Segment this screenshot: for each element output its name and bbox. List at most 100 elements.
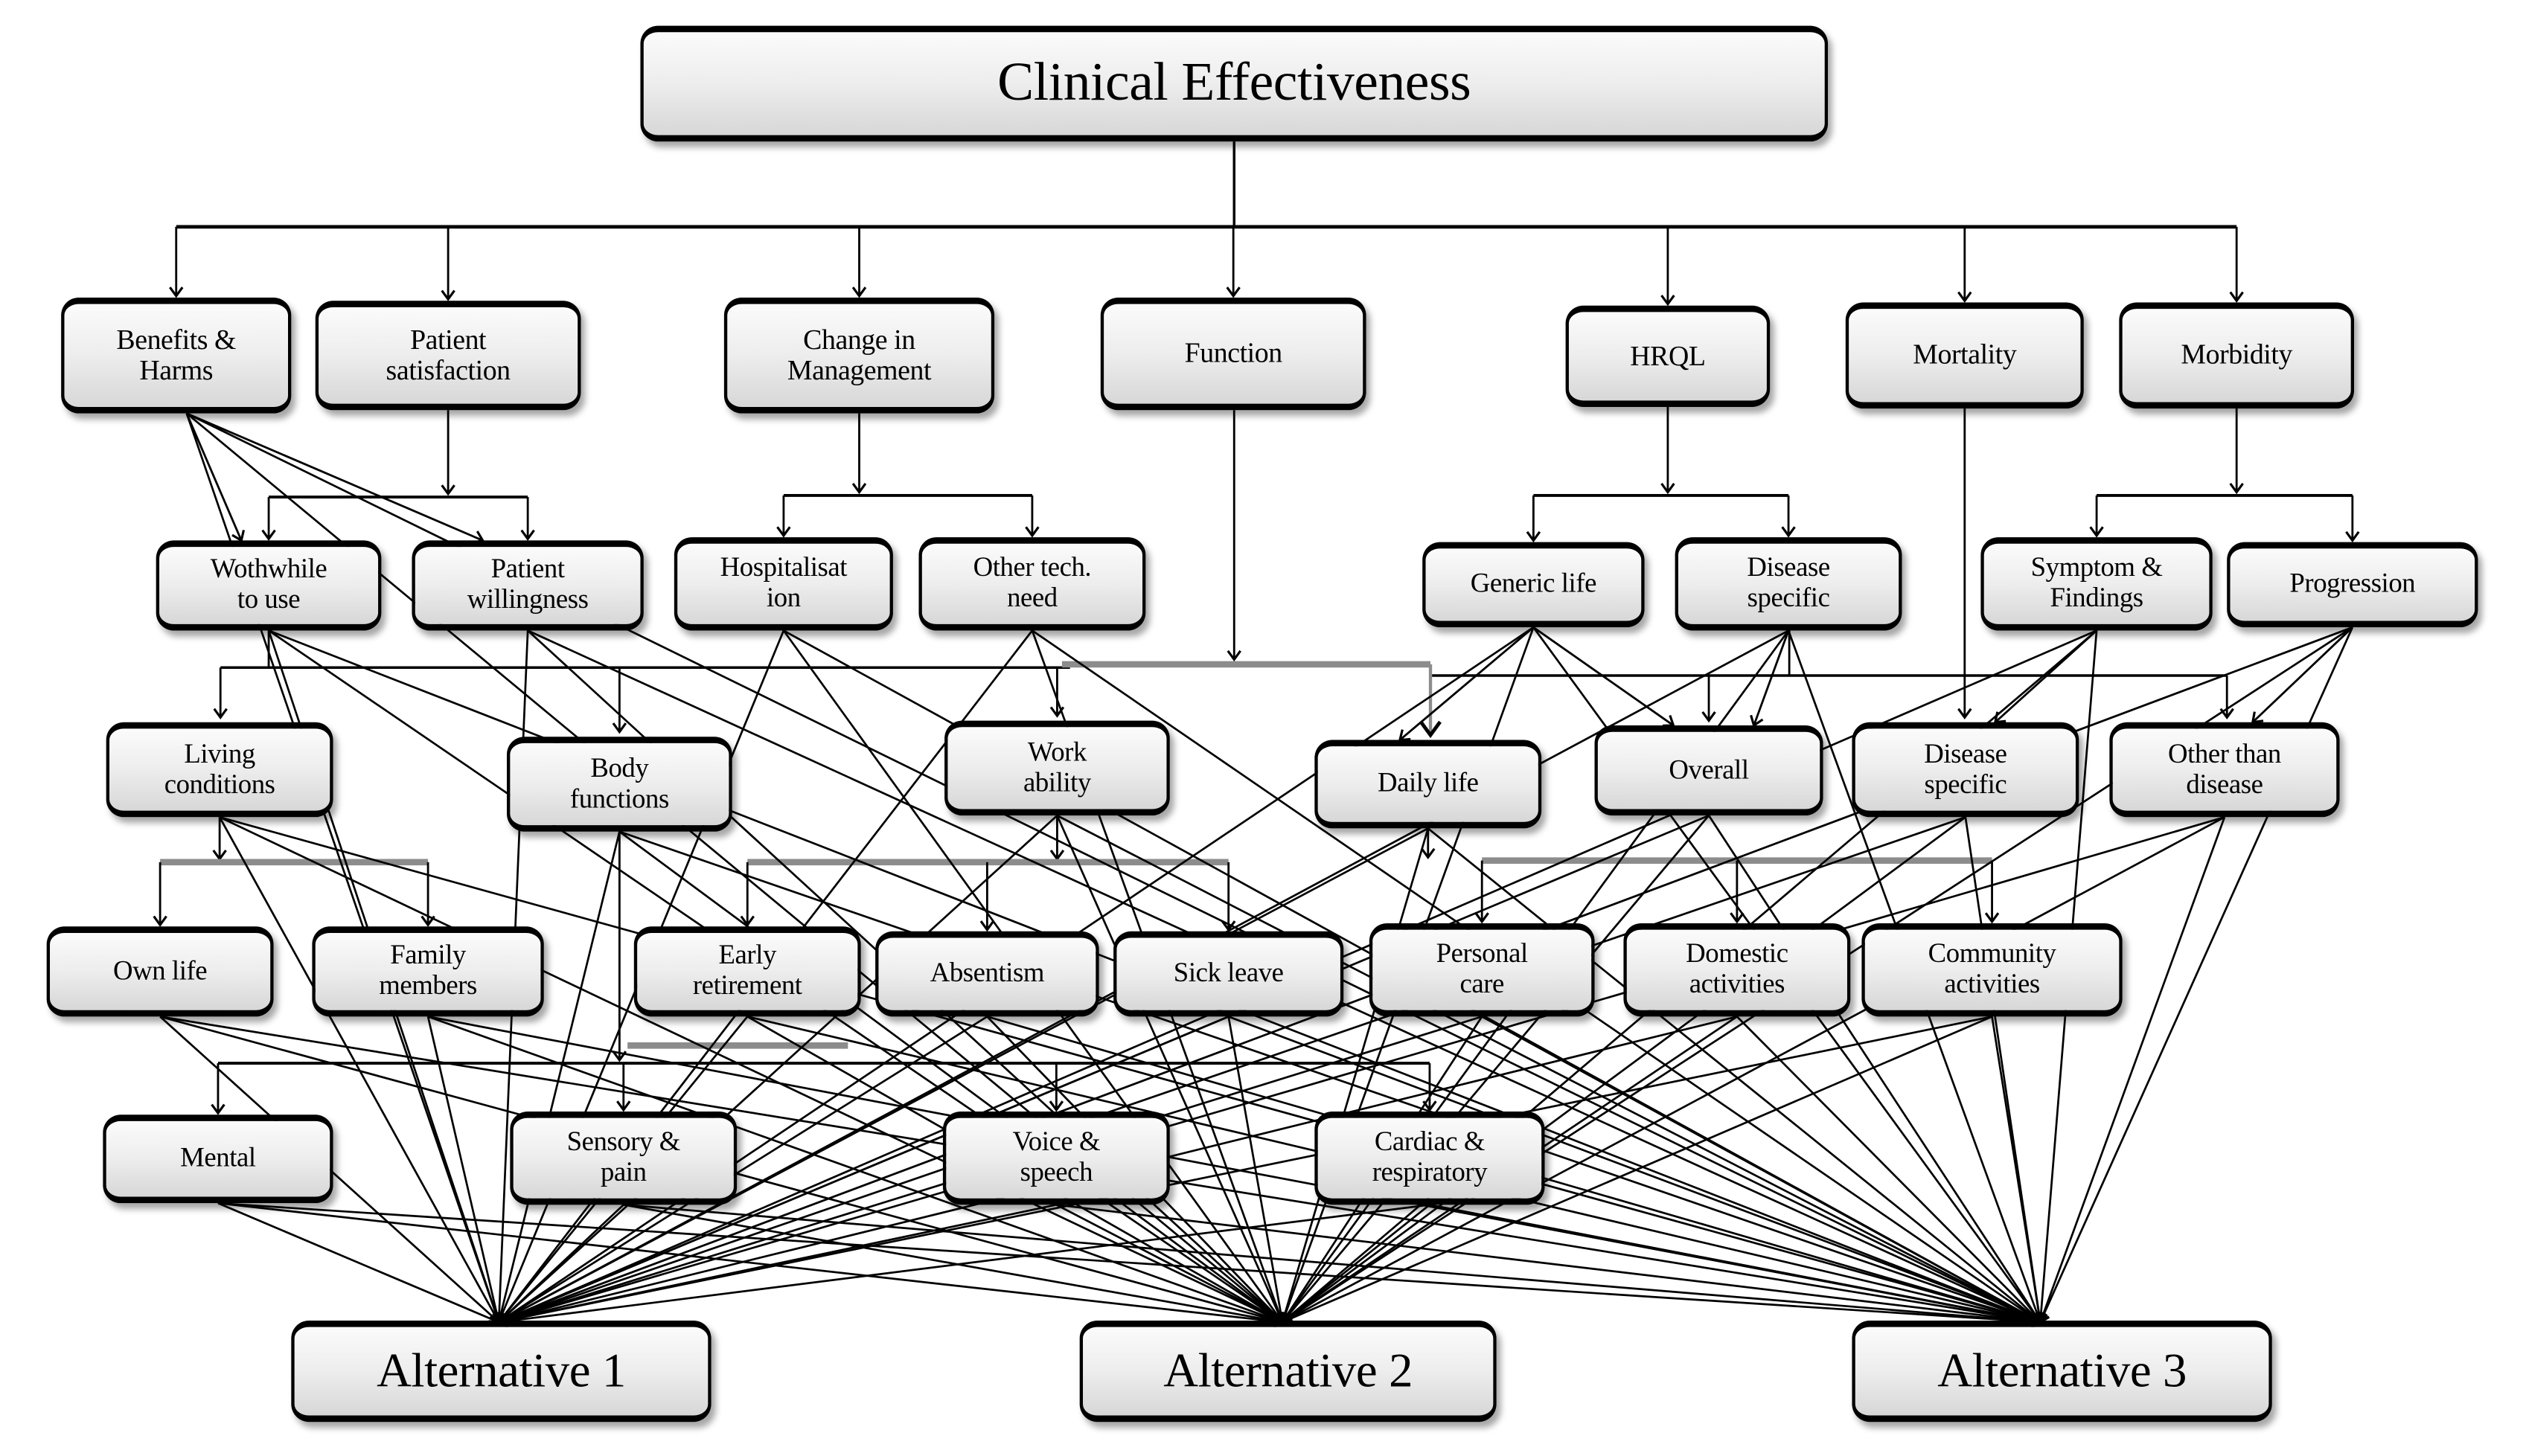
- node-label: Benefits & Harms: [116, 323, 237, 386]
- fan-line-to-alt1: [496, 1016, 1229, 1326]
- node-label: Change in Management: [787, 323, 932, 386]
- node-label: Personal care: [1436, 938, 1529, 999]
- node-label: Domestic activities: [1686, 938, 1788, 999]
- node-root: Clinical Effectiveness: [640, 25, 1829, 142]
- fan-line-to-alt1: [426, 1016, 505, 1324]
- node-change_management: Change in Management: [723, 297, 995, 414]
- node-progression: Progression: [2227, 542, 2478, 628]
- node-label: Function: [1184, 336, 1283, 369]
- fan-line-to-alt3: [219, 815, 2042, 1327]
- node-label: Alternative 2: [1163, 1344, 1413, 1398]
- node-alt3: Alternative 3: [1852, 1321, 2272, 1423]
- fan-line-to-alt3: [2036, 816, 2226, 1324]
- node-early_retirement: Early retirement: [633, 926, 861, 1017]
- criteria-arrow: [2251, 626, 2353, 724]
- node-generic_life: Generic life: [1422, 542, 1645, 628]
- node-hrql: HRQL: [1565, 305, 1771, 407]
- fan-line-to-alt3: [618, 830, 2042, 1327]
- node-sick_leave: Sick leave: [1113, 931, 1344, 1017]
- node-label: Progression: [2289, 568, 2416, 599]
- node-label: Alternative 3: [1937, 1344, 2187, 1398]
- fan-line-to-alt3: [1736, 1016, 2042, 1324]
- node-morbidity: Morbidity: [2119, 302, 2355, 409]
- node-label: Community activities: [1928, 938, 2056, 999]
- node-own_life: Own life: [46, 926, 274, 1017]
- node-label: Absentism: [930, 957, 1045, 988]
- node-label: Family members: [379, 940, 477, 1001]
- node-label: Disease specific: [1924, 737, 2007, 799]
- node-body_functions: Body functions: [507, 737, 732, 832]
- fan-line-to-alt2: [217, 1202, 1285, 1329]
- fan-line-to-alt3: [1481, 1016, 2042, 1325]
- node-family_members: Family members: [312, 926, 544, 1017]
- fan-line-to-alt3: [1427, 827, 2042, 1324]
- fan-line-to-alt3: [1056, 1203, 2042, 1329]
- node-label: Other than disease: [2168, 737, 2281, 799]
- fan-line-to-alt3: [623, 1203, 2042, 1329]
- fan-line-to-alt1: [496, 1016, 1992, 1328]
- fan-line-to-alt3: [1228, 1016, 2042, 1327]
- fan-line-to-alt1: [496, 1203, 1430, 1329]
- fan-line-to-alt2: [1281, 1204, 1430, 1324]
- node-label: Disease specific: [1747, 552, 1830, 613]
- node-function: Function: [1100, 297, 1366, 411]
- node-disease_specific_hrql: Disease specific: [1675, 537, 1902, 631]
- node-mortality: Mortality: [1845, 302, 2084, 409]
- fan-line-to-alt1: [496, 827, 1429, 1325]
- fan-line-to-alt3: [1707, 815, 2042, 1324]
- fan-line-to-alt2: [427, 1016, 1285, 1327]
- fan-line-to-alt1: [218, 816, 502, 1324]
- criteria-arrow: [1532, 626, 1675, 727]
- fan-line-to-alt2: [1280, 816, 2225, 1325]
- fan-line-to-alt2: [1055, 1204, 1285, 1325]
- fan-line-to-alt2: [623, 1204, 1285, 1328]
- node-label: Patient satisfaction: [386, 323, 511, 386]
- node-community_activities: Community activities: [1861, 923, 2123, 1017]
- fan-line-to-alt1: [496, 816, 1966, 1327]
- fan-line-to-alt1: [497, 1016, 988, 1324]
- fan-line-to-alt2: [1281, 815, 1710, 1324]
- node-personal_care: Personal care: [1369, 923, 1595, 1017]
- node-disease_specific_2: Disease specific: [1852, 722, 2079, 818]
- fan-line-to-alt3: [1991, 1016, 2047, 1324]
- criteria-arrow: [186, 412, 485, 545]
- node-label: Cardiac & respiratory: [1372, 1126, 1488, 1187]
- node-cardiac_respiratory: Cardiac & respiratory: [1314, 1111, 1545, 1205]
- node-label: Own life: [113, 955, 208, 986]
- node-worthwhile: Wothwhile to use: [156, 540, 382, 631]
- node-mental: Mental: [103, 1115, 333, 1204]
- fan-line-to-alt1: [217, 1202, 501, 1326]
- node-label: Wothwhile to use: [210, 554, 327, 615]
- node-label: Mental: [180, 1142, 256, 1173]
- fan-line-to-alt2: [1281, 816, 1966, 1324]
- fan-line-to-alt1: [497, 815, 1058, 1324]
- node-alt1: Alternative 1: [291, 1321, 712, 1423]
- criteria-arrow: [1750, 630, 1790, 728]
- node-label: Early retirement: [692, 940, 802, 1001]
- criteria-arrow: [1398, 626, 1535, 742]
- node-other_tech: Other tech. need: [918, 537, 1146, 631]
- node-voice_speech: Voice & speech: [942, 1111, 1170, 1205]
- node-work_ability: Work ability: [944, 720, 1170, 816]
- node-label: Symptom & Findings: [2030, 552, 2163, 613]
- node-symptom_findings: Symptom & Findings: [1980, 537, 2213, 631]
- node-label: Hospitalisat ion: [720, 552, 848, 613]
- node-label: Morbidity: [2181, 338, 2292, 371]
- node-overall: Overall: [1594, 725, 1823, 816]
- fan-line-to-alt1: [496, 1204, 1057, 1328]
- node-label: Body functions: [569, 752, 669, 813]
- node-living_conditions: Living conditions: [106, 722, 333, 818]
- node-label: Patient willingness: [467, 554, 589, 615]
- node-label: Clinical Effectiveness: [997, 53, 1471, 113]
- node-daily_life: Daily life: [1314, 740, 1542, 829]
- node-alt2: Alternative 2: [1079, 1321, 1497, 1423]
- node-domestic_activities: Domestic activities: [1623, 923, 1851, 1017]
- node-label: Mortality: [1913, 338, 2017, 371]
- node-benefits_harms: Benefits & Harms: [61, 297, 292, 414]
- node-label: Sick leave: [1173, 957, 1284, 988]
- fan-line-to-alt2: [1278, 828, 1430, 1324]
- node-label: Work ability: [1023, 736, 1091, 798]
- fan-line-to-alt2: [618, 830, 1285, 1324]
- fan-line-to-alt1: [496, 815, 2225, 1327]
